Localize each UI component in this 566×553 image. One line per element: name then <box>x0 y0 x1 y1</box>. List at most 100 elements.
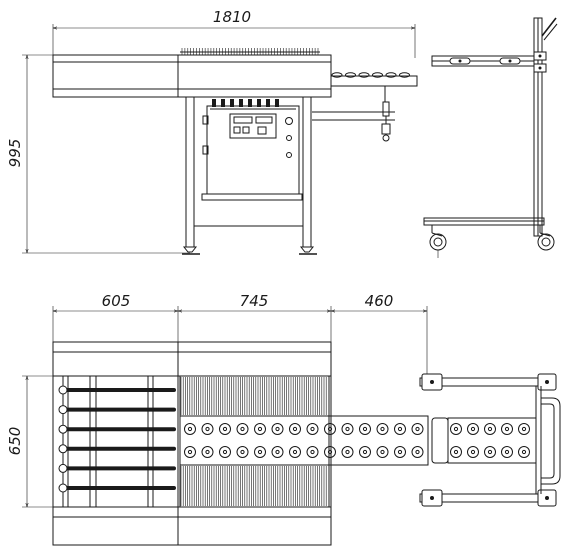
plan-roller <box>341 446 354 458</box>
plan-roller-axle <box>257 449 263 455</box>
cabinet-connectors <box>212 99 279 107</box>
trolley-roller-axle <box>487 449 493 455</box>
trolley-roller-axle <box>470 449 476 455</box>
plan-roller-axle <box>187 449 193 455</box>
plan-roller <box>254 423 266 435</box>
plan-roller-axle <box>310 449 315 455</box>
plan-roller-axle <box>257 426 263 432</box>
extension-roller <box>372 72 383 78</box>
trolley-roller-axle <box>453 426 459 432</box>
trolley-roller-axle <box>504 449 510 455</box>
cable-connector <box>275 99 279 107</box>
plan-roller-axle <box>240 426 245 432</box>
plan-roller <box>376 423 389 435</box>
caster-wheel-left <box>429 225 447 258</box>
plan-roller-axle <box>397 449 403 455</box>
plan-roller <box>324 446 336 458</box>
dimension-label-total-length: 1810 <box>213 8 251 26</box>
plan-roller <box>341 423 354 435</box>
plan-roller-axle <box>275 426 280 432</box>
plan-roller-axle <box>205 449 210 455</box>
front-elevation-view: 1810 995 <box>6 8 418 255</box>
plan-roller <box>306 423 319 435</box>
plan-roller <box>394 423 406 435</box>
plan-roller <box>184 423 196 435</box>
trolley-roller-axle <box>521 449 527 455</box>
trolley-roller <box>484 423 496 435</box>
side-support-rail <box>312 111 395 121</box>
trolley-roller <box>501 446 513 458</box>
plan-roller <box>201 423 214 435</box>
display-screen <box>233 116 253 124</box>
dimension-width: 650 <box>6 375 53 508</box>
plan-roller <box>359 423 371 435</box>
plan-roller-axle <box>327 426 333 432</box>
brush-section <box>179 375 330 508</box>
plan-roller <box>411 446 424 458</box>
trolley-roller <box>518 423 530 435</box>
plan-roller <box>306 446 319 458</box>
plan-roller <box>184 446 196 458</box>
top-brush-bristles <box>180 377 327 415</box>
cable-connector <box>230 99 234 107</box>
belt-row <box>62 407 176 412</box>
plan-roller <box>359 446 371 458</box>
dimension-label-section-1: 605 <box>102 292 131 310</box>
trolley-roller <box>467 423 479 435</box>
trolley-roller-axle <box>504 426 510 432</box>
trolley-roller-axle <box>470 426 476 432</box>
bottom-brush-bristles <box>180 466 327 506</box>
caster-wheel-right <box>537 225 555 251</box>
plan-roller <box>254 446 266 458</box>
cable-connector <box>266 99 270 107</box>
roller-extension-plan <box>179 415 429 466</box>
plan-roller-axle <box>222 426 228 432</box>
cable-connector <box>221 99 225 107</box>
plan-roller <box>324 423 336 435</box>
plan-roller <box>289 446 301 458</box>
cable-connector <box>257 99 261 107</box>
extension-roller-table <box>330 72 418 142</box>
plan-roller <box>201 446 214 458</box>
trolley-roller <box>484 446 496 458</box>
infeed-belt-section <box>58 376 176 507</box>
dimension-label-section-3: 460 <box>365 292 394 310</box>
trolley-rollers <box>450 423 530 458</box>
side-view <box>423 17 558 258</box>
plan-roller-axle <box>205 426 210 432</box>
plan-roller-axle <box>415 426 420 432</box>
belt-pulley <box>58 444 68 454</box>
plan-roller <box>271 446 284 458</box>
belt-row <box>62 446 176 451</box>
plan-roller-axle <box>187 426 193 432</box>
plan-roller <box>236 446 249 458</box>
dimension-height: 995 <box>6 54 190 254</box>
extension-roller <box>358 72 370 78</box>
trolley-roller <box>467 446 479 458</box>
plan-view: 605 745 460 650 <box>6 292 561 546</box>
belt-rows <box>58 385 176 493</box>
plan-roller <box>236 423 249 435</box>
plan-roller <box>219 423 231 435</box>
dimension-sections: 605 745 460 <box>52 292 428 376</box>
belt-row <box>62 486 176 490</box>
extension-rollers <box>331 72 410 78</box>
trolley-roller <box>518 446 530 458</box>
plan-roller <box>289 423 301 435</box>
belt-row <box>62 466 176 471</box>
plan-roller-axle <box>292 449 298 455</box>
plan-roller-axle <box>380 426 385 432</box>
conveyor-body <box>52 48 332 98</box>
plan-roller <box>219 446 231 458</box>
plan-roller <box>376 446 389 458</box>
extension-roller <box>399 72 410 78</box>
belt-pulley <box>58 483 68 493</box>
plan-roller <box>271 423 284 435</box>
belt-row <box>62 388 176 392</box>
plan-roller-axle <box>292 426 298 432</box>
trolley-roller-axle <box>521 426 527 432</box>
plan-roller-axle <box>415 449 420 455</box>
belt-pulley <box>58 405 68 415</box>
trolley-roller <box>450 446 462 458</box>
plan-roller-axle <box>362 449 368 455</box>
